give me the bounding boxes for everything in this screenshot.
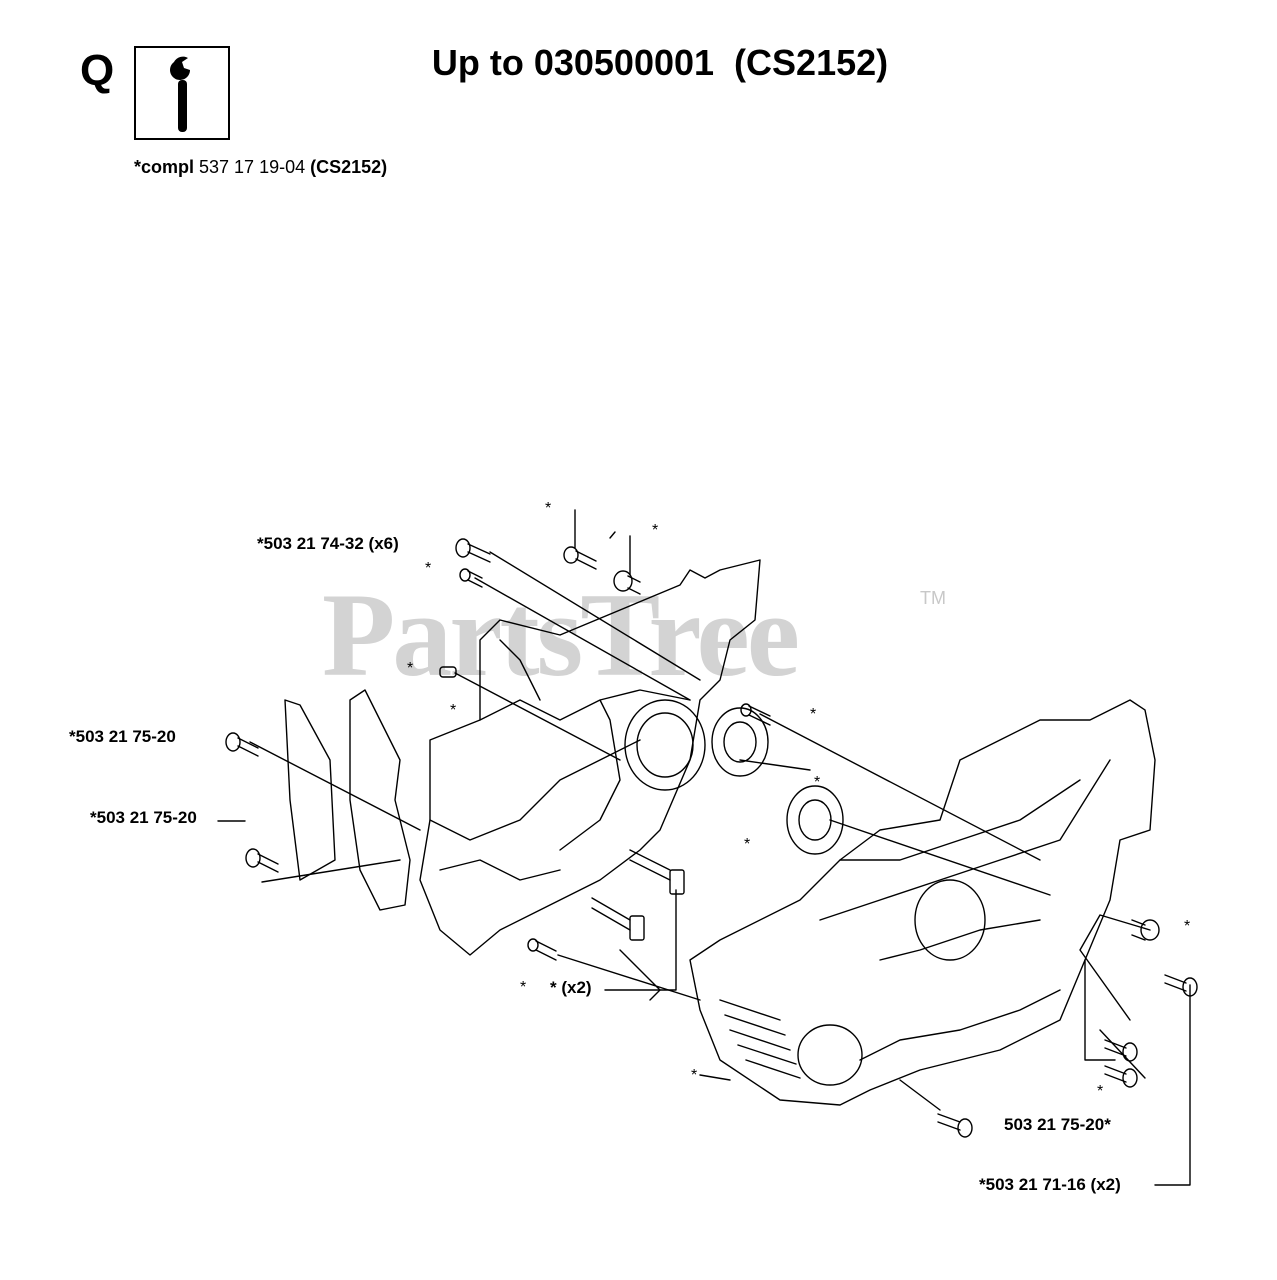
- bearing-1-inner: [723, 721, 757, 763]
- wrench-info-icon: [170, 56, 190, 132]
- left-crankcase-half: [419, 559, 761, 956]
- left-bearing-seat: [624, 699, 706, 791]
- callout-asterisk: *: [545, 500, 552, 517]
- right-bearing-seat: [914, 879, 986, 961]
- callout-asterisk: *: [744, 836, 751, 853]
- leader-line: [249, 509, 1191, 1186]
- pin-lower: [527, 938, 557, 961]
- screw-top-center: [563, 546, 597, 570]
- compl-prefix: *compl: [134, 157, 195, 177]
- label-screw-left-top: *503 21 75-20: [69, 727, 176, 746]
- sleeve-top: [613, 570, 641, 595]
- label-screw-bottom-right: 503 21 75-20*: [1004, 1115, 1111, 1134]
- callout-asterisk: *: [425, 560, 432, 577]
- sleeve-right: [1131, 919, 1160, 941]
- screw-left-mid: [245, 848, 279, 873]
- bearing-2-inner: [798, 799, 832, 841]
- callout-asterisk: *: [814, 774, 821, 791]
- screw-bottom-2: [1104, 1065, 1138, 1088]
- screw-bottom-3: [937, 1113, 973, 1138]
- left-bearing-seat-inner: [636, 712, 694, 778]
- leader-line-x2: [604, 889, 677, 991]
- callout-asterisk: *: [407, 660, 414, 677]
- section-letter: Q: [80, 46, 115, 95]
- screw-bottom-1: [1104, 1039, 1138, 1062]
- compl-model: (CS2152): [310, 157, 388, 177]
- threaded-bolt-2: [591, 897, 645, 941]
- pin-right: [740, 703, 771, 726]
- callout-asterisk: *: [1184, 918, 1191, 935]
- right-crankcase-detail: [819, 759, 1111, 1061]
- label-screw-x2: *503 21 71-16 (x2): [979, 1175, 1121, 1194]
- screw-top-left: [455, 538, 491, 563]
- threaded-bolt-1: [629, 849, 685, 895]
- guide-plate: [349, 689, 411, 911]
- bearing-2: [786, 785, 844, 855]
- pin-upper-left: [459, 568, 483, 588]
- screw-right: [1164, 974, 1198, 997]
- right-fins: [719, 999, 801, 1079]
- callout-asterisk: *: [520, 979, 527, 996]
- cover-plate: [284, 699, 336, 881]
- left-crankcase-detail: [429, 639, 691, 881]
- label-screw-left-mid: *503 21 75-20: [90, 808, 197, 827]
- callout-asterisk: *: [691, 1067, 698, 1084]
- label-pin-x2: * (x2): [550, 978, 592, 997]
- label-screw-x6: *503 21 74-32 (x6): [257, 534, 399, 553]
- callout-asterisk: *: [652, 522, 659, 539]
- right-cylinder-port: [797, 1024, 863, 1086]
- watermark-tm: TM: [920, 588, 946, 608]
- compl-line: *compl 537 17 19-04 (CS2152): [134, 157, 387, 178]
- compl-number: 537 17 19-04: [194, 157, 311, 177]
- info-box: [134, 46, 230, 140]
- callout-asterisk: *: [810, 706, 817, 723]
- page-title: Up to 030500001 (CS2152): [431, 42, 889, 83]
- callout-asterisk: *: [1097, 1083, 1104, 1100]
- nut-small: [439, 666, 457, 678]
- bearing-1: [711, 707, 769, 777]
- right-crankcase-half: [689, 699, 1156, 1106]
- screw-left-top: [225, 732, 259, 757]
- callout-asterisk: *: [450, 702, 457, 719]
